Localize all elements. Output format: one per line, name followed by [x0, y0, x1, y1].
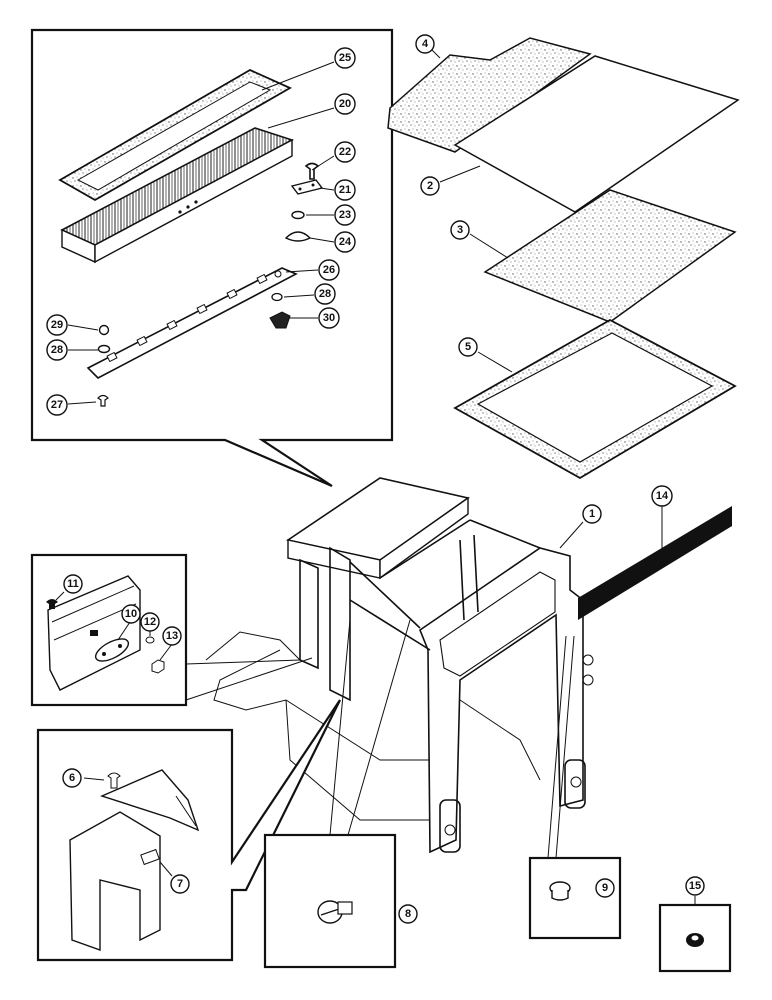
- corner-cover-inset: [36, 699, 341, 962]
- callout-26: 26: [318, 259, 340, 281]
- callout-6-label: 6: [69, 772, 75, 784]
- hinge-inset: [30, 553, 313, 707]
- callout-21: 21: [334, 179, 356, 201]
- callout-12: 12: [140, 612, 160, 632]
- callout-8-label: 8: [405, 908, 411, 920]
- callout-28-right: 28: [314, 283, 336, 305]
- headliner-seal-frame: [453, 318, 737, 480]
- callout-5: 5: [458, 337, 478, 357]
- callout-3: 3: [450, 220, 470, 240]
- callout-13: 13: [162, 626, 182, 646]
- callout-1: 1: [582, 504, 602, 524]
- callout-7: 7: [170, 874, 190, 894]
- callout-23-label: 23: [339, 209, 351, 221]
- callout-9: 9: [595, 878, 615, 898]
- panel-insulation-lower: [483, 189, 737, 323]
- callout-28-right-label: 28: [319, 288, 331, 300]
- weather-strip: [578, 506, 732, 620]
- callout-22: 22: [334, 141, 356, 163]
- cab-frame: [205, 477, 594, 854]
- callout-13-label: 13: [166, 630, 178, 642]
- callout-1-label: 1: [589, 508, 595, 520]
- callout-25: 25: [334, 47, 356, 69]
- callout-22-label: 22: [339, 146, 351, 158]
- callout-14: 14: [651, 485, 673, 507]
- callout-24: 24: [334, 231, 356, 253]
- callout-8: 8: [398, 904, 418, 924]
- callout-9-label: 9: [602, 882, 608, 894]
- callout-15: 15: [685, 876, 705, 896]
- callout-28-left-label: 28: [51, 344, 63, 356]
- air-filter-element: [60, 127, 295, 264]
- latch-knob-inset: [263, 619, 411, 969]
- callout-10-label: 10: [125, 608, 137, 620]
- callout-14-label: 14: [656, 490, 669, 502]
- callout-4-label: 4: [422, 38, 429, 50]
- panel-insulation-upper: [387, 37, 592, 153]
- filter-inset: [30, 28, 394, 488]
- callout-20: 20: [334, 93, 356, 115]
- callout-30-label: 30: [323, 312, 335, 324]
- callout-11-label: 11: [67, 578, 79, 590]
- rail-right-hardware: [269, 292, 291, 329]
- filter-gasket: [58, 68, 292, 202]
- callout-23: 23: [334, 204, 356, 226]
- grommet-inset: [658, 896, 732, 973]
- callout-6: 6: [62, 768, 82, 788]
- callout-20-label: 20: [339, 98, 351, 110]
- plug-inset: [528, 635, 622, 940]
- callout-28-left: 28: [46, 339, 68, 361]
- callout-5-label: 5: [465, 341, 471, 353]
- callout-11: 11: [63, 574, 83, 594]
- callout-12-label: 12: [144, 616, 156, 628]
- callout-15-label: 15: [689, 880, 701, 892]
- callout-4: 4: [415, 34, 435, 54]
- callout-2: 2: [420, 176, 440, 196]
- callout-30: 30: [318, 307, 340, 329]
- callout-25-label: 25: [339, 52, 351, 64]
- callout-2-label: 2: [427, 180, 433, 192]
- callout-26-label: 26: [323, 264, 335, 276]
- callout-10: 10: [121, 604, 141, 624]
- callout-7-label: 7: [177, 878, 183, 890]
- filter-mounting-rail: [86, 267, 298, 379]
- headliner-panels: [387, 37, 740, 480]
- callout-29: 29: [46, 314, 68, 336]
- rail-left-hardware: [97, 324, 111, 407]
- callout-29-label: 29: [51, 319, 63, 331]
- callout-3-label: 3: [457, 224, 463, 236]
- callout-24-label: 24: [339, 236, 352, 248]
- callout-27: 27: [46, 394, 68, 416]
- panel-headliner-plain: [453, 55, 740, 213]
- callout-27-label: 27: [51, 399, 63, 411]
- callout-21-label: 21: [339, 184, 351, 196]
